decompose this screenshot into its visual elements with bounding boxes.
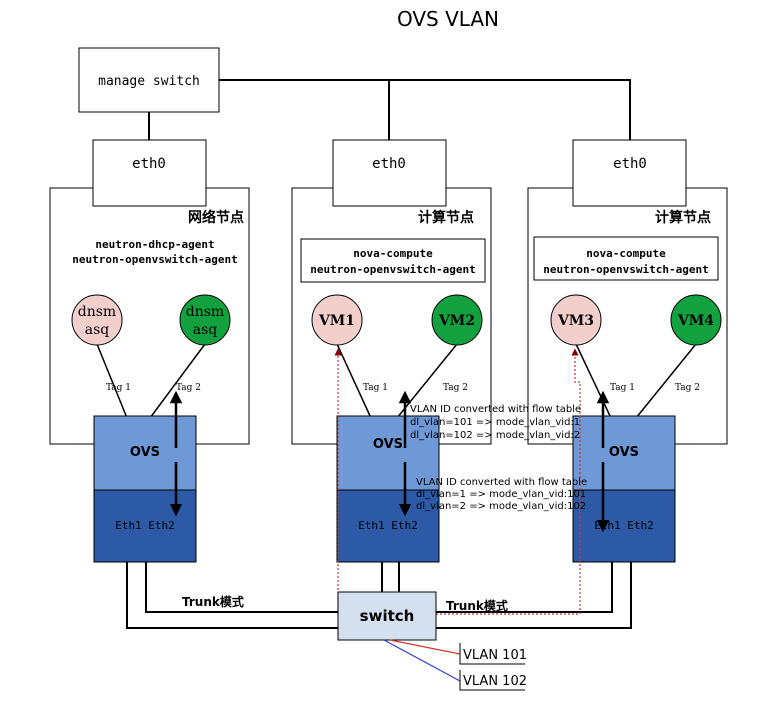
dnsmasq-1-line2: asq <box>85 322 110 338</box>
node-compute1-agent-2: neutron-openvswitch-agent <box>310 263 476 276</box>
flow-up-line: dl_vlan=102 => mode_vlan_vid:2 <box>410 430 580 441</box>
dnsmasq-2-line2: asq <box>193 322 218 338</box>
manage-switch: manage switch <box>78 47 220 113</box>
node-network-agent-1: neutron-dhcp-agent <box>95 238 214 251</box>
node-compute2-heading: 计算节点 <box>655 209 711 226</box>
eth0-compute1-label: eth0 <box>372 156 406 172</box>
node-compute1-heading: 计算节点 <box>418 209 474 226</box>
vlan-101-legend: VLAN 101 <box>459 643 527 665</box>
ovs-label: OVS <box>373 437 403 452</box>
vm-circles: dnsm asq dnsm asq VM1 VM2 VM3 VM4 <box>71 294 722 346</box>
dnsmasq-1: dnsm asq <box>71 294 123 346</box>
trunk-cables <box>126 562 632 629</box>
node-compute1-agent-box: nova-compute neutron-openvswitch-agent <box>300 238 486 283</box>
eth0-network: eth0 <box>92 139 207 207</box>
ovs-network: OVS Eth1 Eth2 <box>93 415 197 563</box>
tag-label: Tag 2 <box>675 383 700 393</box>
eth0-compute2: eth0 <box>572 139 687 207</box>
node-compute2-agent-box: nova-compute neutron-openvswitch-agent <box>533 236 719 281</box>
node-network-agent-2: neutron-openvswitch-agent <box>72 253 238 266</box>
eth0-network-label: eth0 <box>132 156 166 172</box>
tag-labels: Tag 1 Tag 2 Tag 1 Tag 2 Tag 1 Tag 2 <box>106 383 700 393</box>
trace-vm3 <box>436 348 581 615</box>
eth0-compute1: eth0 <box>332 139 447 207</box>
flow-down-line: dl_vlan=1 => mode_vlan_vid:101 <box>416 489 586 500</box>
vm1-label: VM1 <box>318 313 355 329</box>
tag-label: Tag 1 <box>610 383 635 393</box>
eth-pair-label: Eth1 Eth2 <box>358 519 418 532</box>
ovs-label: OVS <box>609 445 639 460</box>
flow-down-line: VLAN ID converted with flow table <box>416 477 587 488</box>
eth0-compute2-label: eth0 <box>613 156 647 172</box>
traffic-traces <box>334 348 581 615</box>
vlan-102-line <box>383 639 461 682</box>
tag-lines <box>96 343 697 419</box>
manage-switch-label: manage switch <box>98 74 200 89</box>
flow-annotation-up: VLAN ID converted with flow table dl_vla… <box>410 404 581 441</box>
vm1: VM1 <box>311 294 363 346</box>
dnsmasq-1-line1: dnsm <box>78 304 116 320</box>
switch-label: switch <box>360 607 415 625</box>
vlan-101-line <box>389 639 461 655</box>
node-network-heading: 网络节点 <box>188 209 244 226</box>
flow-arrows <box>169 390 610 533</box>
tag-label: Tag 2 <box>443 383 468 393</box>
ovs-compute2: OVS Eth1 Eth2 <box>572 415 676 563</box>
tag-label: Tag 2 <box>176 383 201 393</box>
trunk-label-right: Trunk模式 <box>446 598 508 613</box>
flow-annotation-down: VLAN ID converted with flow table dl_vla… <box>416 477 587 512</box>
vm2-label: VM2 <box>438 313 475 329</box>
vm2: VM2 <box>431 294 483 346</box>
vm3: VM3 <box>550 294 602 346</box>
vm4: VM4 <box>670 294 722 346</box>
tag-label: Tag 1 <box>106 383 131 393</box>
vm3-label: VM3 <box>557 313 594 329</box>
dnsmasq-2-line1: dnsm <box>186 304 224 320</box>
ovs-compute1: OVS Eth1 Eth2 <box>336 415 440 563</box>
flow-down-line: dl_vlan=2 => mode_vlan_vid:102 <box>416 501 586 512</box>
ovs-label: OVS <box>130 445 160 460</box>
flow-up-line: dl_vlan=101 => mode_vlan_vid:1 <box>410 417 580 428</box>
vm4-label: VM4 <box>677 313 714 329</box>
node-compute2-agent-1: nova-compute <box>586 247 666 260</box>
eth-pair-label: Eth1 Eth2 <box>115 519 175 532</box>
manage-network-lines <box>148 79 631 140</box>
vlan-101-label: VLAN 101 <box>463 648 527 663</box>
diagram-title: OVS VLAN <box>397 7 499 31</box>
flow-up-line: VLAN ID converted with flow table <box>410 404 581 415</box>
vlan-102-label: VLAN 102 <box>463 674 527 689</box>
physical-switch: switch <box>337 591 437 641</box>
vlan-102-legend: VLAN 102 <box>459 670 527 691</box>
trunk-label-left: Trunk模式 <box>182 594 244 609</box>
dnsmasq-2: dnsm asq <box>179 294 231 346</box>
tag-label: Tag 1 <box>363 383 388 393</box>
node-compute2-agent-2: neutron-openvswitch-agent <box>543 263 709 276</box>
node-compute1-agent-1: nova-compute <box>353 247 433 260</box>
